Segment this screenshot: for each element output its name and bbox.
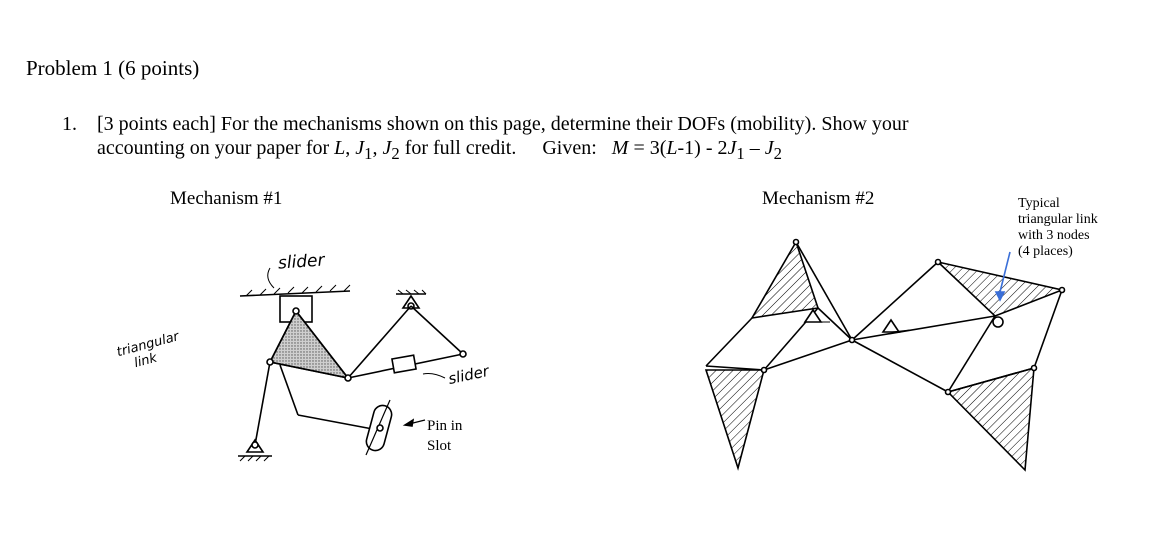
mechanism-2-drawing <box>704 238 1066 472</box>
var-J1: J <box>355 137 365 159</box>
formula-M: M <box>611 137 629 159</box>
mechanism-1-title: Mechanism #1 <box>170 188 283 209</box>
note-line-4: (4 places) <box>1018 244 1073 259</box>
sep: , <box>372 137 383 159</box>
question-number: 1. <box>62 113 77 135</box>
formula-minus: – <box>744 137 765 159</box>
formula-sub-1: 1 <box>736 144 745 163</box>
ground-link-left <box>254 361 271 446</box>
formula-L: L <box>666 137 678 159</box>
triangle-link-1 <box>750 240 820 320</box>
triangular-link-note: Typical triangular link with 3 nodes (4 … <box>1018 196 1138 260</box>
joint <box>292 307 300 315</box>
slot-pin <box>376 424 384 432</box>
formula-J1: J <box>727 137 737 159</box>
rocker-link-1 <box>347 305 412 379</box>
rocker-link-2 <box>410 305 464 355</box>
mechanism-2-title: Mechanism #2 <box>762 188 875 209</box>
problem-heading: Problem 1 (6 points) <box>26 56 200 80</box>
link-to-slot <box>297 414 379 431</box>
triangle-link-2 <box>704 369 766 471</box>
formula-eq: = 3( <box>628 137 667 159</box>
sep: , <box>345 137 356 159</box>
var-L: L <box>334 137 346 159</box>
triangle-link-4 <box>946 366 1035 472</box>
slider-guide-ground <box>239 290 351 297</box>
question-line-2: accounting on your paper for L, J1, J2 f… <box>97 137 782 164</box>
ground-pivot <box>992 316 1004 328</box>
note-line-2: triangular link <box>1018 212 1098 227</box>
question-text-end: for full credit. <box>399 137 517 159</box>
question-line-1: [3 points each] For the mechanisms shown… <box>97 113 909 135</box>
formula-J2: J <box>764 137 774 159</box>
var-J2: J <box>382 137 392 159</box>
pin-in-slot-label: Pin in Slot <box>427 416 462 456</box>
slider-block-right <box>391 354 417 374</box>
pin-label-line-2: Slot <box>427 438 452 454</box>
sub-1: 1 <box>364 144 373 163</box>
note-line-1: Typical <box>1018 196 1060 211</box>
slider-label-top: slider <box>277 250 326 274</box>
note-line-3: with 3 nodes <box>1018 228 1090 243</box>
pin-label-line-1: Pin in <box>427 418 463 434</box>
formula-mid: -1) - 2 <box>677 137 728 159</box>
sub-2: 2 <box>391 144 400 163</box>
given-label: Given: <box>542 137 597 159</box>
formula-sub-2: 2 <box>773 144 782 163</box>
question-text: accounting on your paper for <box>97 137 335 159</box>
mechanism-1-drawing <box>238 267 467 462</box>
